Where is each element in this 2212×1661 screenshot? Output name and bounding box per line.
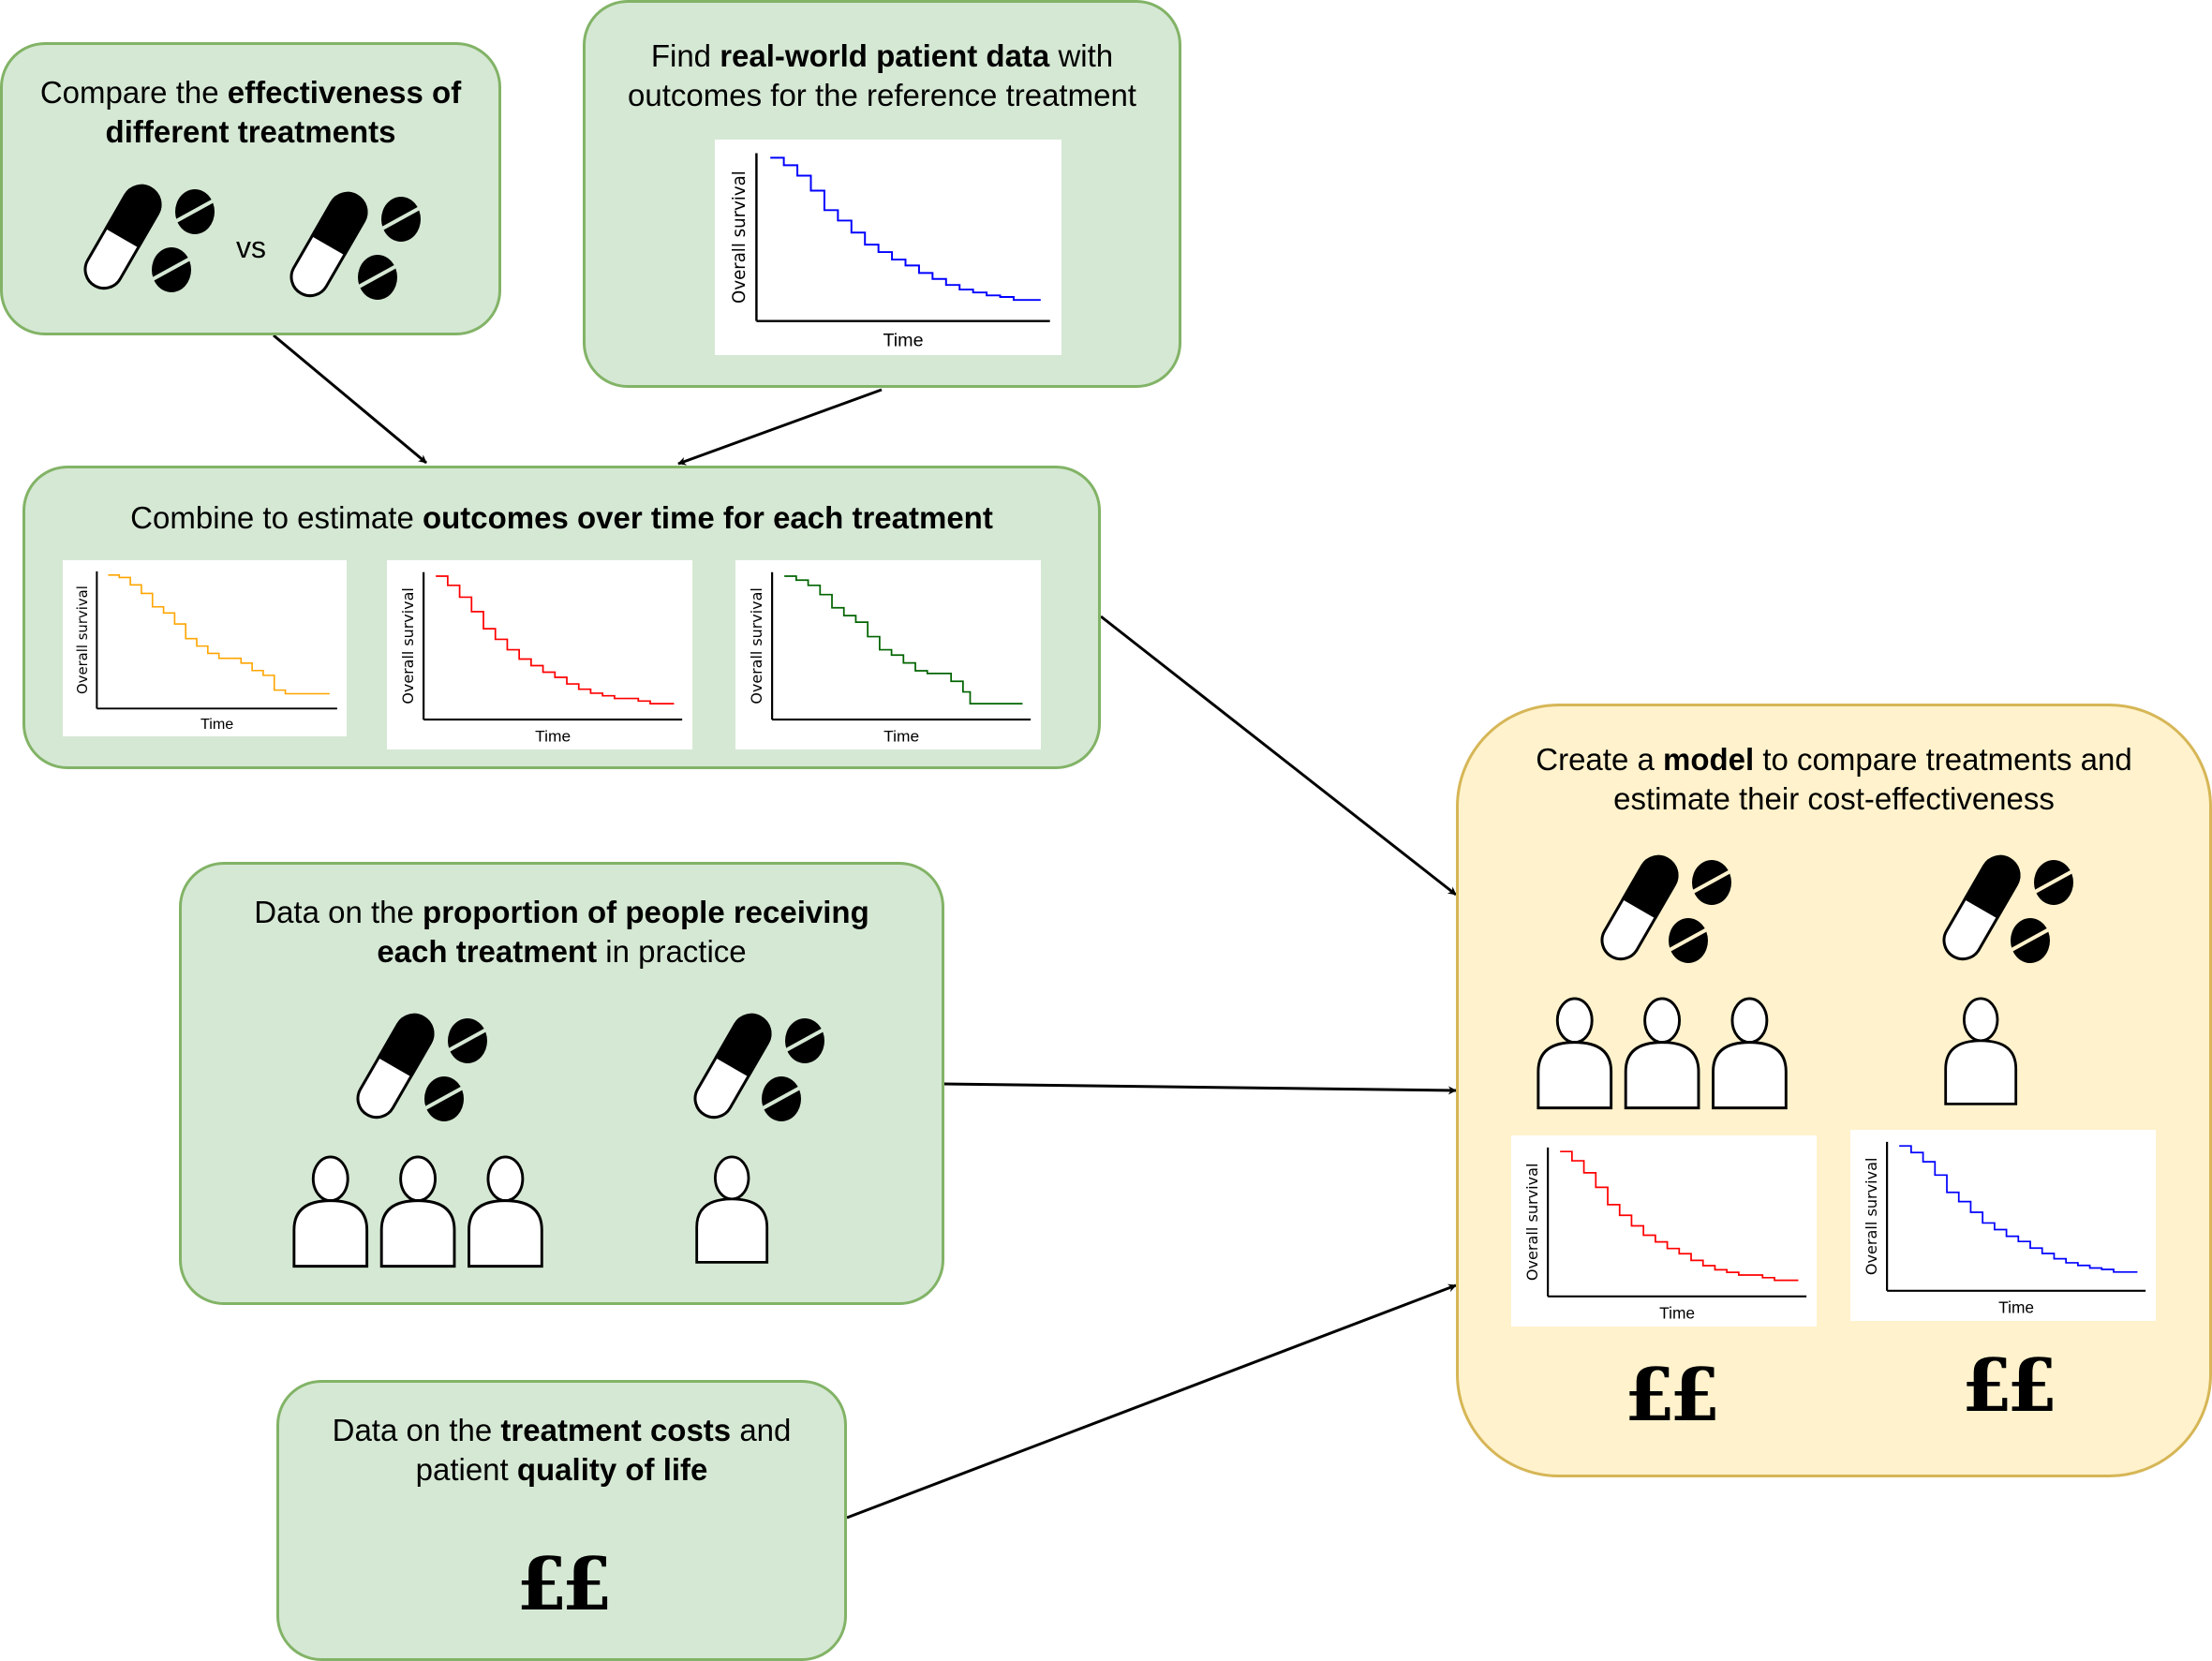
title-run: proportion of people receiving each trea… [377, 895, 869, 969]
y-axis-label: Overall survival [1523, 1164, 1541, 1282]
survival-curve [770, 156, 1041, 302]
title-run: quality of life [516, 1452, 708, 1487]
tablet-icon [762, 1076, 801, 1121]
y-axis-label: Overall survival [748, 587, 765, 704]
model-title: Create a model to compare treatments and… [1459, 740, 2209, 819]
arrow-compare-to-combine [273, 334, 427, 465]
title-run: real-world patient data [720, 38, 1050, 73]
capsule-and-tablets-icon [341, 1005, 500, 1127]
survival-curve [1560, 1150, 1799, 1282]
title-run: Find [650, 38, 720, 73]
survival-curve [436, 575, 675, 704]
person-icon [468, 1155, 543, 1268]
x-axis-label: Time [1998, 1298, 2034, 1317]
pound-sign-icon: ££ [1624, 1353, 1721, 1438]
y-axis-label: Overall survival [730, 171, 750, 304]
people-group-icon [1534, 997, 1796, 1114]
capsule-and-tablets-icon [1927, 847, 2086, 969]
compare-effectiveness-box: Compare the effectiveness of different t… [0, 42, 501, 335]
person-icon [1624, 997, 1700, 1110]
title-run: in practice [597, 934, 747, 969]
tablet-icon [2011, 918, 2050, 963]
costs-title: Data on the treatment costs and patient … [279, 1411, 844, 1490]
person-icon [1712, 997, 1788, 1110]
compare-title: Compare the effectiveness of different t… [3, 73, 498, 152]
title-run: Combine to estimate [130, 500, 423, 535]
capsule-and-tablets-icon [1585, 847, 1744, 969]
survival-curve [108, 574, 330, 695]
tablet-icon [175, 189, 215, 234]
people-group-icon [289, 1155, 552, 1272]
arrow-combine-to-model [1100, 615, 1457, 897]
proportion-title: Data on the proportion of people receivi… [182, 893, 942, 971]
model-blue-survival-plot: Overall survival Time [1850, 1130, 2156, 1321]
title-run: and patient [415, 1413, 792, 1487]
tablet-icon [1692, 860, 1731, 905]
tablet-icon [1669, 918, 1708, 963]
title-run: Data on the [332, 1413, 501, 1447]
title-run: Create a [1536, 742, 1663, 777]
person-icon [695, 1155, 769, 1264]
x-axis-label: Time [883, 727, 919, 746]
title-run: effectiveness of different treatments [105, 75, 462, 149]
survival-curve [784, 575, 1023, 704]
combine-outcomes-box: Combine to estimate outcomes over time f… [22, 466, 1101, 769]
tablet-icon [424, 1076, 464, 1121]
survival-curve [1899, 1145, 2138, 1273]
tablet-icon [2034, 860, 2073, 905]
proportion-receiving-box: Data on the proportion of people receivi… [179, 862, 944, 1305]
tablet-icon [358, 255, 397, 300]
real-world-data-box: Find real-world patient data with outcom… [583, 0, 1181, 388]
capsule-and-tablets-icon [275, 184, 434, 305]
person-icon [379, 1155, 456, 1268]
person-icon [1944, 997, 2018, 1105]
green-survival-plot: Overall survival Time [735, 560, 1041, 749]
vs-label: vs [236, 230, 266, 264]
x-axis-label: Time [883, 330, 923, 350]
person-icon [692, 1155, 777, 1272]
orange-survival-plot: Overall survival Time [63, 560, 347, 736]
title-run: Data on the [254, 895, 423, 929]
title-run: treatment costs [500, 1413, 732, 1447]
combine-title: Combine to estimate outcomes over time f… [25, 498, 1098, 538]
capsule-and-tablets-icon [678, 1005, 838, 1127]
pound-sign-icon: ££ [1961, 1343, 2058, 1429]
tablet-icon [152, 247, 191, 292]
y-axis-label: Overall survival [399, 587, 417, 704]
capsule-and-tablets-icon [68, 176, 228, 298]
title-run: with outcomes for the reference treatmen… [628, 38, 1136, 112]
tablet-icon [785, 1018, 824, 1063]
arrow-proportion-to-model [943, 1082, 1457, 1095]
real-world-title: Find real-world patient data with outcom… [586, 37, 1179, 115]
arrow-costs-to-model [846, 1283, 1457, 1520]
x-axis-label: Time [535, 727, 571, 746]
costs-quality-box: Data on the treatment costs and patient … [276, 1380, 847, 1661]
person-icon [292, 1155, 369, 1268]
y-axis-label: Overall survival [1863, 1158, 1880, 1276]
y-axis-label: Overall survival [74, 586, 91, 694]
x-axis-label: Time [200, 717, 233, 733]
cost-effectiveness-model-box: Create a model to compare treatments and… [1456, 704, 2212, 1477]
tablet-icon [448, 1018, 487, 1063]
reference-survival-plot: Overall survival Time [715, 140, 1061, 355]
person-icon [1941, 997, 2026, 1114]
person-icon [1537, 997, 1613, 1110]
arrow-realworld-to-combine [677, 388, 883, 466]
tablet-icon [381, 197, 421, 242]
title-run: outcomes over time for each treatment [422, 500, 993, 535]
title-run: Compare the [39, 75, 228, 110]
pound-sign-icon: ££ [516, 1542, 613, 1627]
red-survival-plot: Overall survival Time [387, 560, 692, 749]
title-run: to compare treatments and estimate their… [1613, 742, 2132, 816]
title-run: model [1663, 742, 1755, 777]
model-red-survival-plot: Overall survival Time [1511, 1135, 1817, 1327]
x-axis-label: Time [1659, 1304, 1695, 1323]
